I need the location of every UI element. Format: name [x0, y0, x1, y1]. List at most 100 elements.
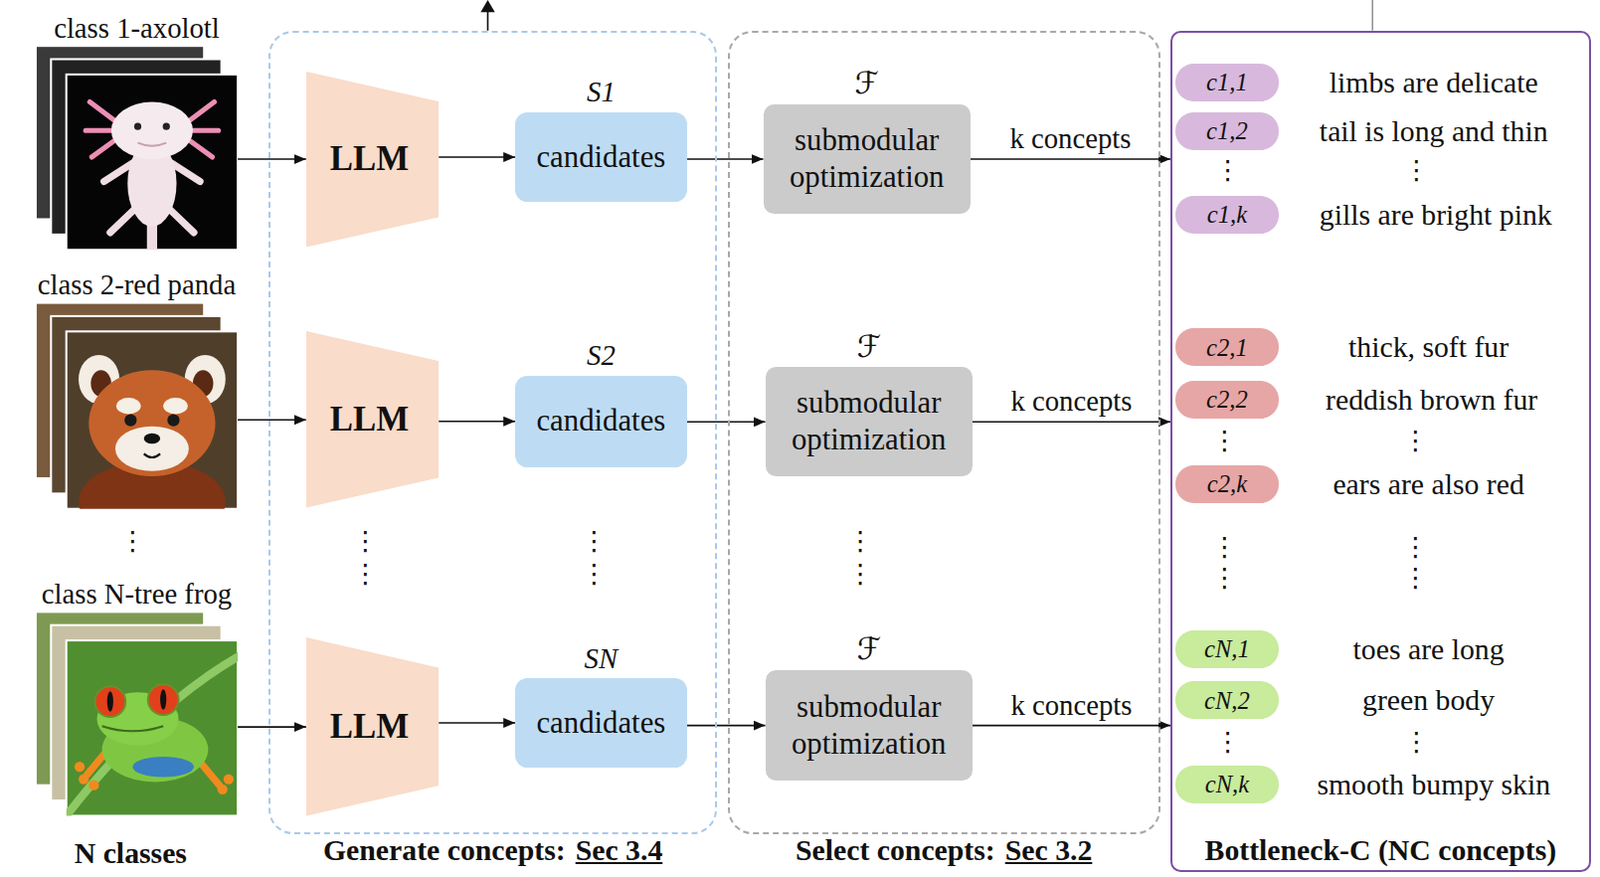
red-panda-photo — [144, 453, 161, 458]
tree-frog-photo — [102, 725, 165, 731]
text-area: LLM — [306, 331, 439, 509]
arrow-label: k concepts — [1008, 690, 1134, 722]
flow-arrow — [687, 724, 766, 727]
concept-id: c2,k — [1207, 469, 1247, 500]
text-area: c2,k — [1175, 465, 1279, 504]
function-symbol: ℱ — [857, 632, 882, 667]
box-label: submodular optimization — [771, 122, 963, 196]
tree-frog-photo — [35, 611, 245, 816]
model-label: LLM — [330, 706, 409, 748]
ellipsis-mark: ⋮ — [847, 526, 875, 555]
flow-arrow — [438, 721, 516, 724]
flow-arrow — [687, 158, 764, 161]
ellipsis-mark: ⋮ — [847, 558, 875, 588]
top-line — [1372, 0, 1374, 31]
axolotl-photo — [89, 102, 115, 121]
ellipsis-mark: ⋮ — [1402, 426, 1429, 456]
text-area: submodular optimization — [763, 104, 971, 215]
concept-id: c2,1 — [1206, 333, 1248, 363]
arrow-label: k concepts — [1007, 123, 1133, 156]
top-arrow — [487, 9, 490, 31]
axolotl-photo — [134, 123, 142, 131]
optimization-box: ℱsubmodular optimization — [765, 366, 973, 477]
tree-frog-photo — [66, 640, 238, 816]
red-panda-photo — [35, 303, 238, 543]
tree-frog-photo — [148, 684, 179, 715]
axolotl-photo — [191, 128, 219, 134]
axolotl-photo — [163, 123, 171, 131]
flow-arrow — [237, 725, 307, 728]
ellipsis-mark: ⋮ — [580, 526, 608, 555]
top-arrow — [480, 0, 495, 12]
box-label: candidates — [535, 705, 666, 742]
text-area: submodular optimization — [765, 366, 973, 477]
section-heading: Select concepts:Sec 3.2 — [795, 834, 1092, 868]
concept-pill: c2,2 — [1175, 380, 1279, 419]
candidates-box: S2candidates — [515, 375, 687, 468]
axolotl-photo — [35, 45, 238, 253]
axolotl-photo — [189, 102, 215, 121]
model-label: LLM — [330, 138, 409, 180]
top-line — [1372, 0, 1374, 31]
flow-arrow — [687, 421, 766, 424]
text-area: cN,1 — [1175, 630, 1279, 669]
concept-text: reddish brown fur — [1325, 382, 1538, 416]
ellipsis-mark: ⋮ — [1402, 532, 1429, 561]
text-area: candidates — [515, 375, 687, 468]
set-symbol: SN — [584, 643, 619, 676]
flow-arrow — [438, 420, 516, 423]
tree-frog-photo — [78, 773, 89, 784]
ellipsis-mark: ⋮ — [1211, 426, 1239, 456]
tree-frog-photo — [66, 652, 238, 816]
llm-trapezoid: LLM — [306, 331, 439, 509]
red-panda-photo — [163, 397, 188, 414]
red-panda-photo — [124, 413, 137, 426]
red-panda-photo — [78, 355, 226, 510]
concept-id: c1,k — [1207, 199, 1247, 230]
concept-pill: c1,2 — [1175, 112, 1279, 151]
flow-arrow — [972, 421, 1171, 424]
optimization-box: ℱsubmodular optimization — [765, 670, 973, 781]
ellipsis-mark: ⋮ — [1403, 156, 1430, 185]
llm-trapezoid: LLM — [306, 637, 439, 817]
set-symbol: S2 — [586, 340, 616, 372]
candidates-box: S1candidates — [515, 112, 687, 202]
tree-frog-photo — [132, 756, 194, 778]
axolotl-photo — [110, 208, 136, 233]
text-area: cN,2 — [1175, 681, 1279, 719]
trapezoid-shape — [306, 331, 439, 509]
function-symbol: ℱ — [855, 66, 880, 101]
text-area: candidates — [515, 112, 687, 202]
image-stack: class N-tree frog — [35, 612, 238, 817]
concept-pill: c1,k — [1175, 195, 1279, 234]
box-label: submodular optimization — [773, 384, 965, 459]
section-title: Generate concepts: — [323, 834, 566, 868]
concept-id: c1,1 — [1206, 67, 1248, 98]
axolotl-photo — [189, 141, 213, 158]
concept-text: toes are long — [1353, 633, 1505, 667]
text-area: c2,2 — [1175, 380, 1279, 419]
tree-frog-photo — [217, 784, 228, 795]
concept-id: cN,1 — [1204, 634, 1250, 665]
concept-id: cN,2 — [1204, 686, 1250, 716]
arrow-label: k concepts — [1008, 386, 1134, 419]
ellipsis-mark: ⋮ — [1402, 562, 1429, 592]
top-arrow — [480, 0, 495, 31]
concept-text: green body — [1362, 684, 1495, 717]
text-area: c1,2 — [1175, 112, 1279, 151]
concept-text: limbs are delicate — [1329, 65, 1539, 99]
concept-id: c1,2 — [1206, 116, 1248, 147]
set-symbol: S1 — [586, 76, 616, 109]
tree-frog-photo — [66, 652, 238, 816]
ellipsis-mark: ⋮ — [352, 526, 379, 555]
tree-frog-photo — [88, 780, 99, 791]
optimization-box: ℱsubmodular optimization — [763, 104, 971, 215]
text-area: c1,k — [1175, 195, 1279, 234]
text-area: submodular optimization — [765, 670, 973, 781]
concept-pill: cN,2 — [1175, 681, 1279, 719]
tree-frog-photo — [107, 691, 114, 712]
axolotl-photo — [66, 74, 238, 250]
red-panda-photo — [88, 369, 215, 477]
llm-trapezoid: LLM — [306, 71, 439, 247]
